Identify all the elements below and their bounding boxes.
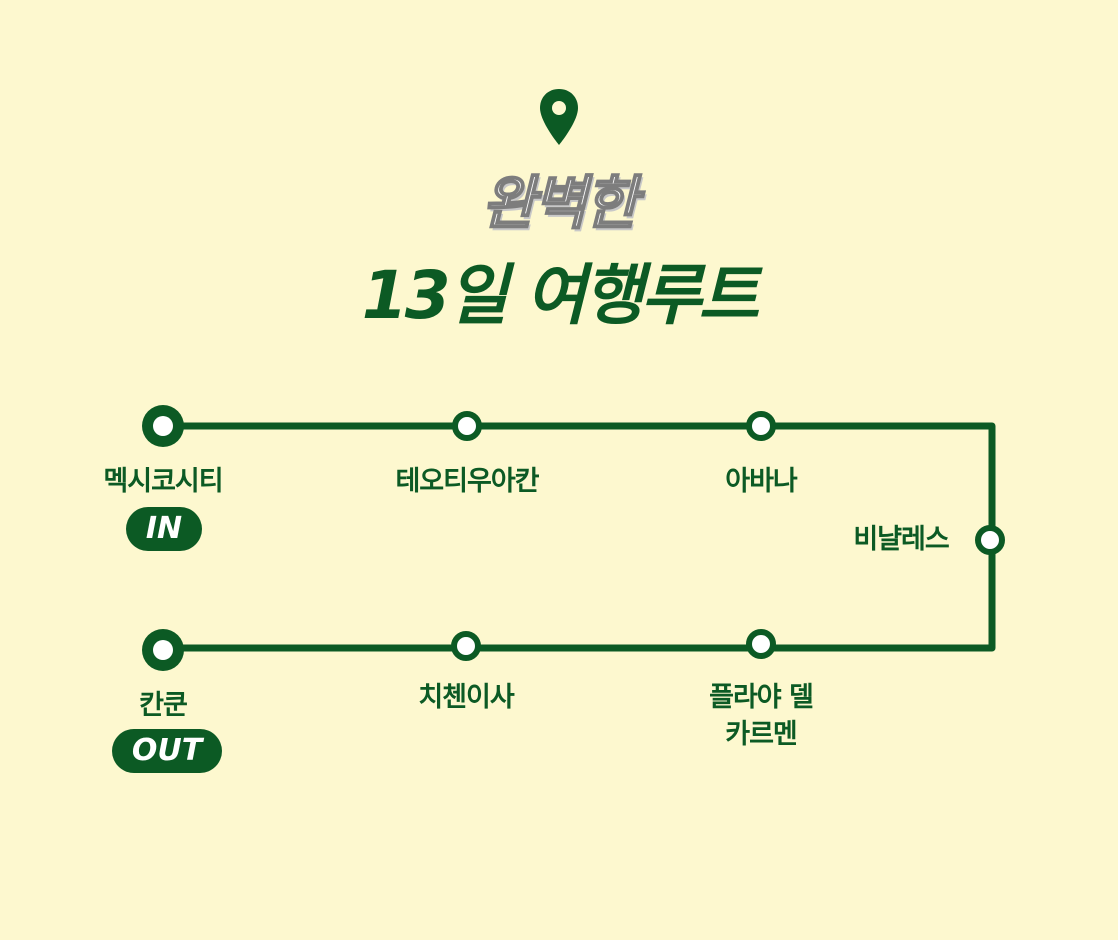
stop-label-mexico-city: 멕시코시티	[103, 466, 223, 497]
stop-marker-playa	[746, 629, 776, 659]
stop-marker-teotihuacan	[452, 411, 482, 441]
stop-marker-havana	[746, 411, 776, 441]
badge-in: IN	[126, 507, 202, 551]
map-pin-icon	[540, 89, 578, 145]
stop-label-havana: 아바나	[725, 466, 798, 497]
stop-label-chichen-itza: 치첸이사	[418, 682, 514, 713]
stop-label-valladolid: 비냘레스	[853, 524, 949, 555]
stop-marker-chichen-itza	[451, 631, 481, 661]
stop-label-playa-line1: 플라야 델	[709, 682, 814, 713]
stop-label-teotihuacan: 테오티우아칸	[395, 466, 539, 497]
title-line-1: 완벽한	[481, 168, 639, 238]
title-line-2: 13일 여행루트	[361, 257, 759, 334]
stop-label-cancun: 칸쿤	[139, 690, 188, 721]
stop-marker-valladolid	[975, 525, 1005, 555]
stop-label-playa-line2: 카르멘	[725, 719, 798, 750]
badge-out: OUT	[112, 729, 222, 773]
